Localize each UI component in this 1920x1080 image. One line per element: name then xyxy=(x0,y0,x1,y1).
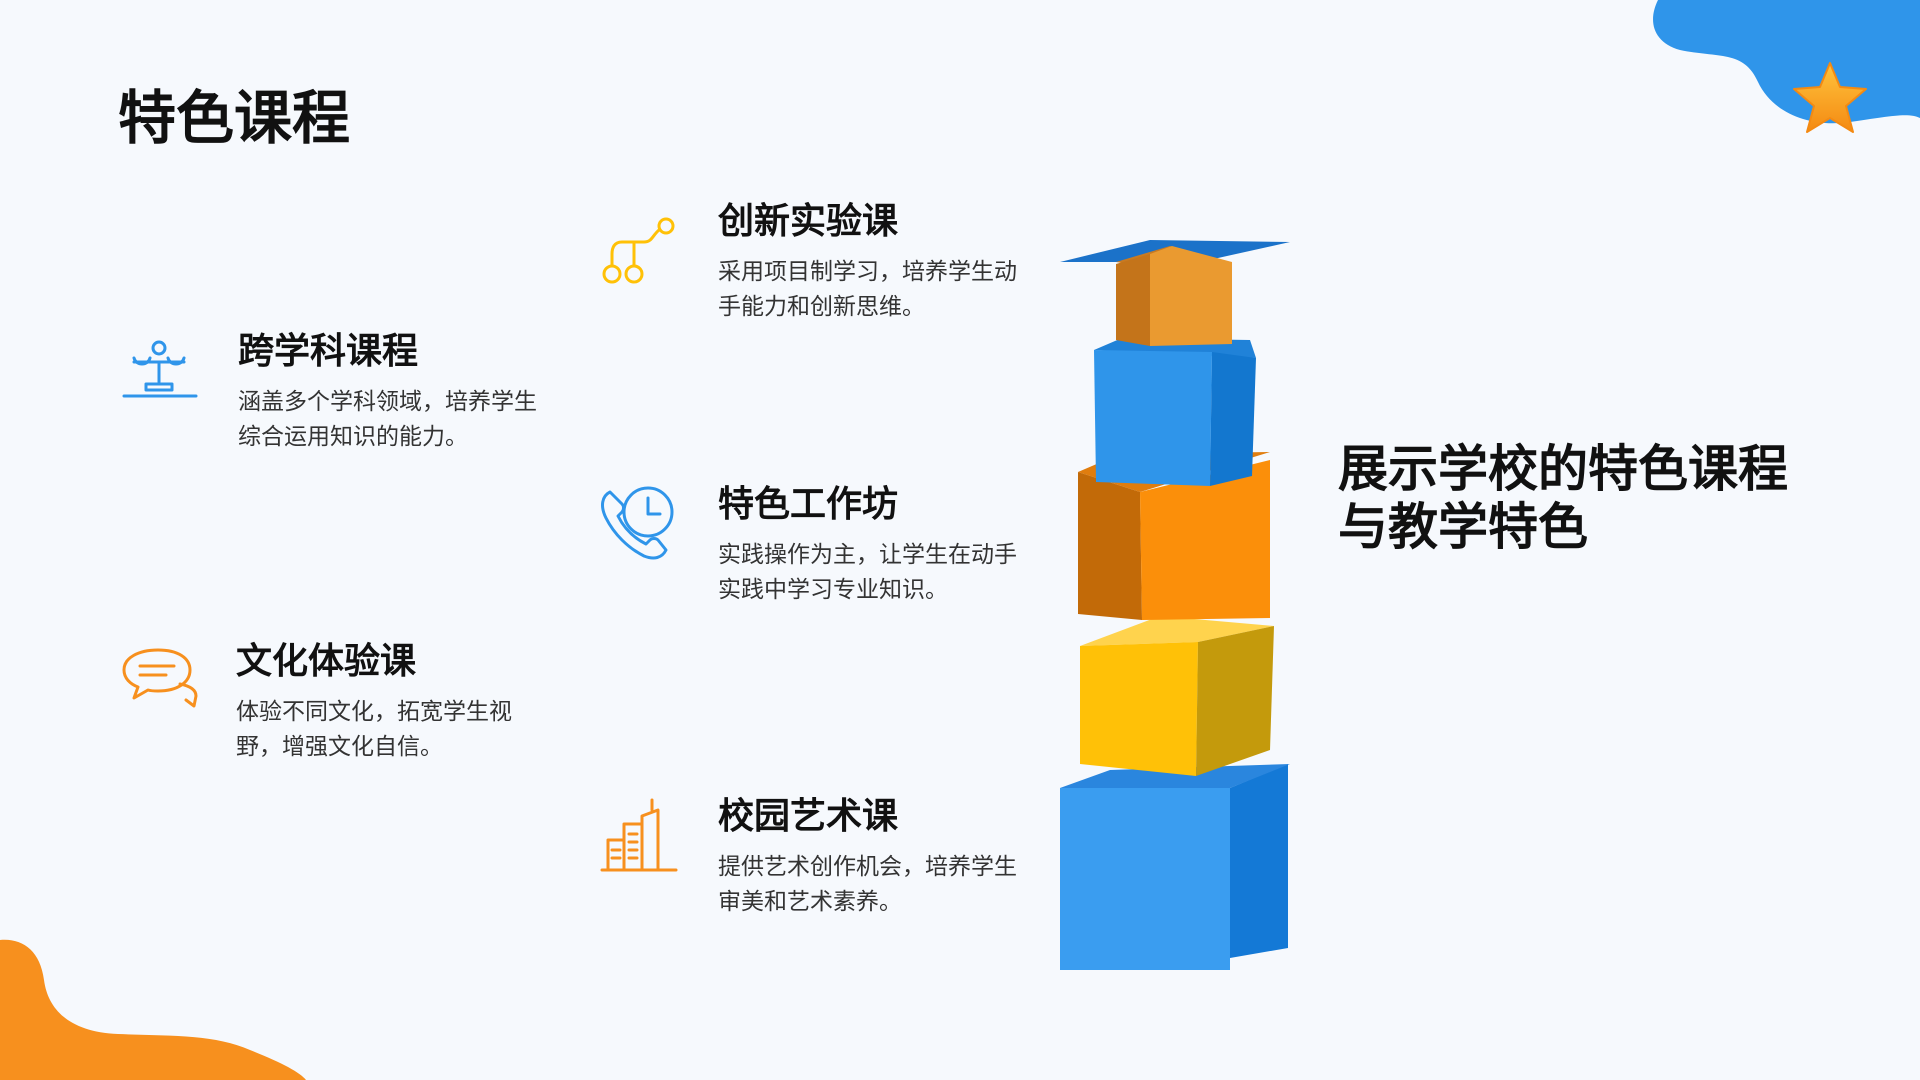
feature-description: 实践操作为主，让学生在动手实践中学习专业知识。 xyxy=(718,542,1017,604)
flowchart-icon xyxy=(602,217,675,284)
feature-description: 采用项目制学习，培养学生动手能力和创新思维。 xyxy=(718,259,1017,321)
star-icon xyxy=(1793,62,1867,133)
feature-campus-art: 校园艺术课 提供艺术创作机会，培养学生审美和艺术素养。 xyxy=(718,795,1018,920)
orange-blob-decoration xyxy=(0,939,306,1080)
feature-innovation-lab: 创新实验课 采用项目制学习，培养学生动手能力和创新思维。 xyxy=(718,200,1018,325)
feature-description: 涵盖多个学科领域，培养学生综合运用知识的能力。 xyxy=(238,389,537,451)
page-title: 特色课程 xyxy=(118,84,351,152)
feature-cross-discipline: 跨学科课程 涵盖多个学科领域，培养学生综合运用知识的能力。 xyxy=(238,330,538,455)
feature-description: 提供艺术创作机会，培养学生审美和艺术素养。 xyxy=(718,854,1017,916)
feature-culture-experience: 文化体验课 体验不同文化，拓宽学生视野，增强文化自信。 xyxy=(236,640,536,765)
feature-title: 文化体验课 xyxy=(236,641,417,682)
feature-title: 特色工作坊 xyxy=(718,484,899,525)
buildings-icon xyxy=(600,798,678,872)
feature-title: 校园艺术课 xyxy=(718,796,899,837)
blue-blob-decoration xyxy=(1653,0,1920,124)
feature-title: 跨学科课程 xyxy=(238,331,419,372)
feature-description: 体验不同文化，拓宽学生视野，增强文化自信。 xyxy=(236,699,512,761)
balance-scale-icon xyxy=(122,340,198,398)
chat-bubbles-icon xyxy=(122,648,198,708)
feature-workshop: 特色工作坊 实践操作为主，让学生在动手实践中学习专业知识。 xyxy=(718,483,1018,608)
phone-clock-icon xyxy=(601,486,674,560)
summary-text: 展示学校的特色课程与教学特色 xyxy=(1338,440,1788,556)
feature-title: 创新实验课 xyxy=(718,201,899,242)
stacked-blocks-illustration xyxy=(1060,240,1290,970)
